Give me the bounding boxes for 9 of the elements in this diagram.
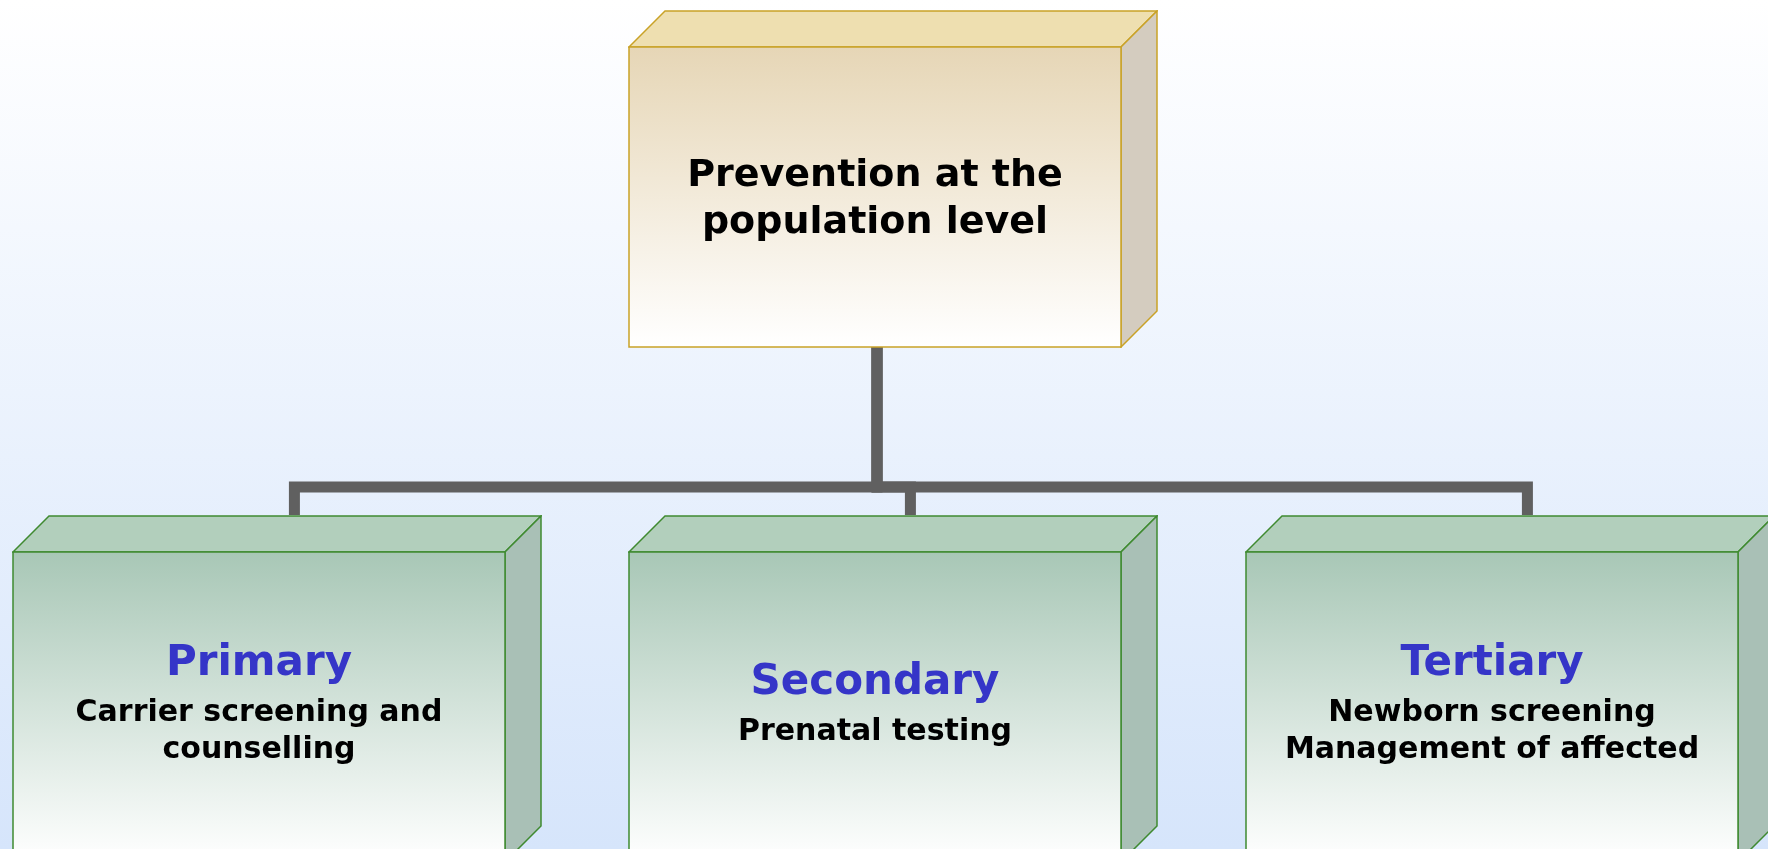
level-heading: Secondary: [750, 654, 1000, 706]
level-description: Management of affected: [1284, 729, 1700, 767]
level-description: Prenatal testing: [737, 710, 1012, 748]
level-description: Newborn screening: [1328, 691, 1656, 730]
level-description: Carrier screening and counselling: [74, 691, 444, 767]
connector-line: [871, 346, 1533, 515]
level-heading: Primary: [165, 635, 353, 688]
box-title: Prevention at the population level: [686, 149, 1064, 244]
level-heading: Tertiary: [1400, 635, 1584, 688]
